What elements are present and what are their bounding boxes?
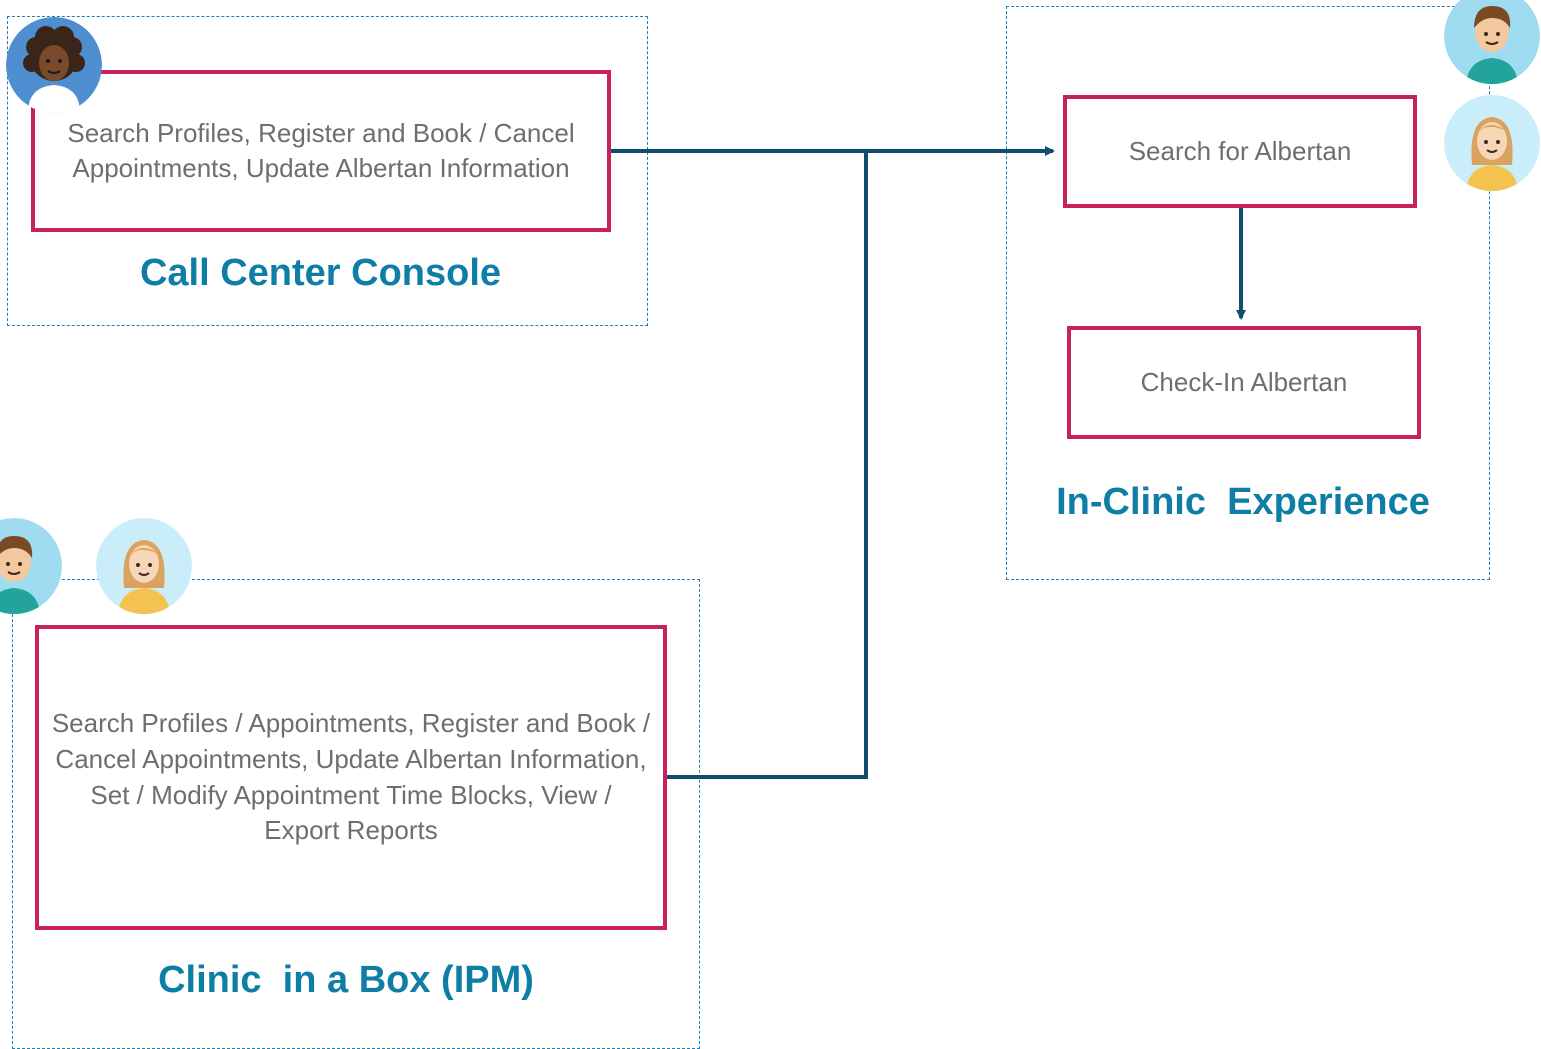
call-center-task-text: Search Profiles, Register and Book / Can… (67, 117, 575, 183)
call-center-task-box: Search Profiles, Register and Book / Can… (31, 70, 611, 232)
clinic-box-male-avatar-icon (0, 518, 62, 614)
female-agent-avatar-icon (6, 17, 102, 113)
search-albertan-box: Search for Albertan (1063, 95, 1417, 208)
check-in-albertan-text: Check-In Albertan (1140, 366, 1348, 397)
in-clinic-male-avatar-icon (1444, 0, 1540, 84)
call-center-title: Call Center Console (139, 252, 502, 294)
in-clinic-region (1006, 6, 1490, 580)
check-in-albertan-box: Check-In Albertan (1067, 326, 1421, 439)
clinic-box-female-avatar-icon (96, 518, 192, 614)
in-clinic-title: In-Clinic Experience (1056, 481, 1430, 523)
call-center-region (7, 16, 648, 326)
clinic-box-to-search-connector (667, 151, 868, 779)
clinic-box-task-box: Search Profiles / Appointments, Register… (35, 625, 667, 930)
clinic-box-title: Clinic in a Box (IPM) (158, 959, 534, 1001)
in-clinic-female-avatar-icon (1444, 95, 1540, 191)
search-albertan-text: Search for Albertan (1128, 135, 1352, 166)
clinic-box-task-text: Search Profiles / Appointments, Register… (51, 707, 651, 846)
